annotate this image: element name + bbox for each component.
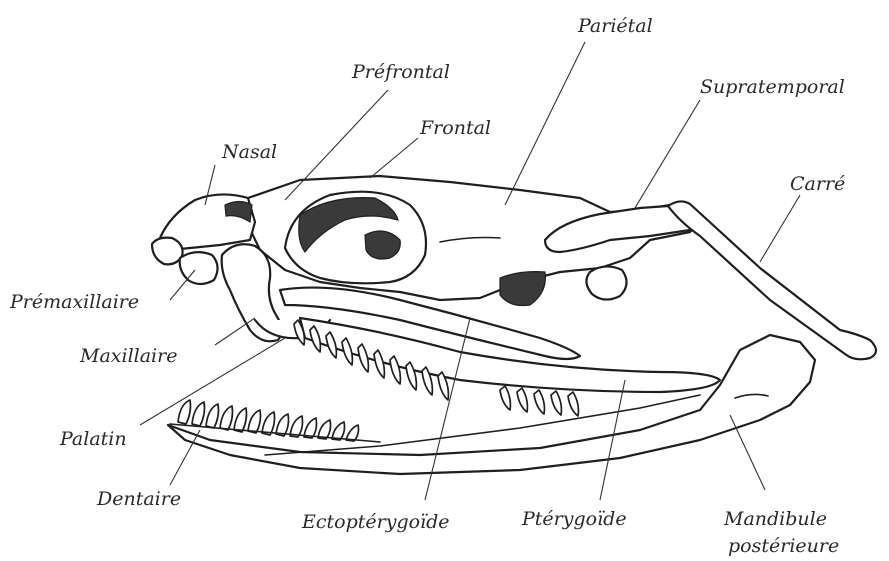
otic-process — [586, 266, 626, 299]
label-carre: Carré — [790, 173, 845, 195]
label-parietal: Pariétal — [577, 15, 653, 37]
mandible-bone — [168, 335, 815, 474]
orbit-inner-shadow — [365, 231, 400, 259]
label-frontal: Frontal — [419, 117, 491, 139]
label-palatin: Palatin — [59, 428, 127, 450]
premaxilla-lower — [180, 252, 218, 284]
dentary-teeth — [170, 400, 380, 442]
temporal-shadow — [500, 272, 545, 306]
premaxilla-bone — [152, 238, 183, 265]
label-mandibule-line2: postérieure — [728, 535, 839, 557]
label-ectopterygoide: Ectoptérygoïde — [301, 511, 450, 533]
label-supratemporal: Supratemporal — [700, 76, 845, 98]
label-pterygoide: Ptérygoïde — [521, 508, 627, 530]
label-mandibule-line1: Mandibule — [723, 508, 827, 530]
label-maxillaire: Maxillaire — [79, 345, 177, 367]
pterygoid-teeth — [500, 386, 578, 416]
skull-drawing — [152, 176, 876, 474]
label-premaxillaire: Prémaxillaire — [9, 291, 139, 313]
label-nasal: Nasal — [221, 141, 277, 163]
label-prefrontal: Préfrontal — [351, 61, 450, 83]
label-dentaire: Dentaire — [96, 488, 181, 510]
